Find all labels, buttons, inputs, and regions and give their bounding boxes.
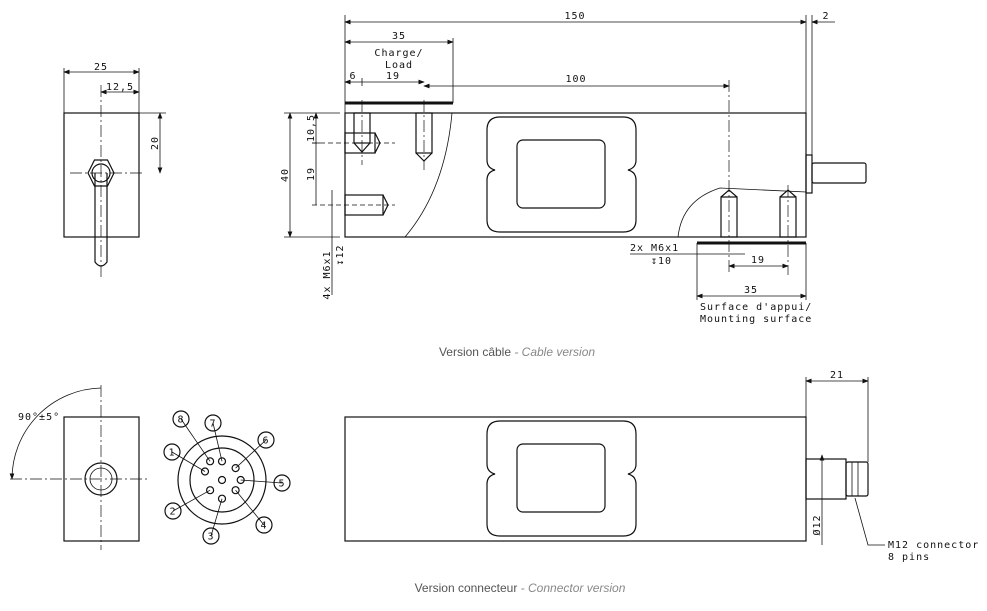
pin-3 <box>217 494 227 503</box>
caption-connector-version: Version connecteur - Connector version <box>415 581 626 595</box>
m12-connector-icon <box>805 458 847 500</box>
pin-label: 7 <box>209 419 216 430</box>
dim-mount-zone: 35 <box>744 285 758 296</box>
pin-callout <box>164 502 182 520</box>
cable-front-view: 150 2 35 Charge/ Load 6 19 100 40 10,5 1… <box>280 11 867 325</box>
pin-8 <box>206 457 215 466</box>
pin-callout <box>202 527 220 545</box>
dim-hole-distance: 100 <box>565 74 586 85</box>
dim-side-half: 12,5 <box>106 82 134 93</box>
pin-label: 8 <box>177 415 184 426</box>
dim-total-length: 150 <box>564 11 585 22</box>
pin-label: 4 <box>260 521 267 532</box>
dim-cable-offset: 2 <box>822 11 829 22</box>
pin-callout <box>255 516 273 534</box>
left-thread-depth: ↧12 <box>335 244 346 265</box>
load-label: Charge/ <box>374 48 423 59</box>
angle-tolerance: 90°±5° <box>18 412 60 423</box>
pin-7 <box>217 457 227 466</box>
pin-label: 6 <box>262 436 269 447</box>
pin-2 <box>206 486 215 495</box>
pinout-diagram: 1 2 3 4 5 6 7 8 <box>163 410 291 545</box>
dim-bottom-spacing: 19 <box>751 255 765 266</box>
pin-callout <box>163 443 181 461</box>
pin-label: 2 <box>169 507 176 518</box>
dim-connector-diameter: Ø12 <box>811 514 823 535</box>
connector-label: M12 connector <box>888 540 979 551</box>
load-label-en: Load <box>385 60 413 71</box>
connector-front-view: 21 Ø12 M12 connector 8 pins <box>344 370 979 563</box>
pin-callout <box>204 414 222 432</box>
connector-face-icon <box>84 462 118 496</box>
pin-callout <box>257 431 275 449</box>
pin-label: 5 <box>278 479 285 490</box>
pin-6 <box>231 464 240 473</box>
pin-label: 1 <box>168 448 175 459</box>
dim-connector-length: 21 <box>830 370 844 381</box>
mount-label: Surface d'appui/ <box>700 302 812 313</box>
dim-lower-spacing: 19 <box>306 167 317 181</box>
pin-1 <box>200 467 210 476</box>
cable-side-view: 25 12,5 20 <box>63 62 166 280</box>
left-thread-spec: 4x M6x1 <box>322 250 333 299</box>
pin-label: 3 <box>207 532 214 543</box>
dim-side-width: 25 <box>94 62 108 73</box>
dim-upper-offset: 10,5 <box>306 114 317 142</box>
dim-side-height: 20 <box>150 136 161 150</box>
pin-callout <box>172 410 190 428</box>
caption-cable-version: Version câble - Cable version <box>439 345 595 359</box>
connector-side-view: 90°±5° <box>9 385 150 550</box>
right-thread-spec: 2x M6x1 <box>630 243 679 254</box>
cable-icon <box>94 173 108 267</box>
dim-hole-spacing: 19 <box>386 71 400 82</box>
connector-pins-label: 8 pins <box>888 552 930 563</box>
dim-height: 40 <box>280 168 291 182</box>
dim-load-zone: 35 <box>392 31 406 42</box>
pin-4 <box>231 486 240 495</box>
cable-icon <box>811 162 867 184</box>
pin-callout <box>273 474 291 492</box>
mount-label-en: Mounting surface <box>700 314 812 325</box>
dim-edge-hole: 6 <box>349 71 356 82</box>
right-thread-depth: ↧10 <box>651 256 672 267</box>
